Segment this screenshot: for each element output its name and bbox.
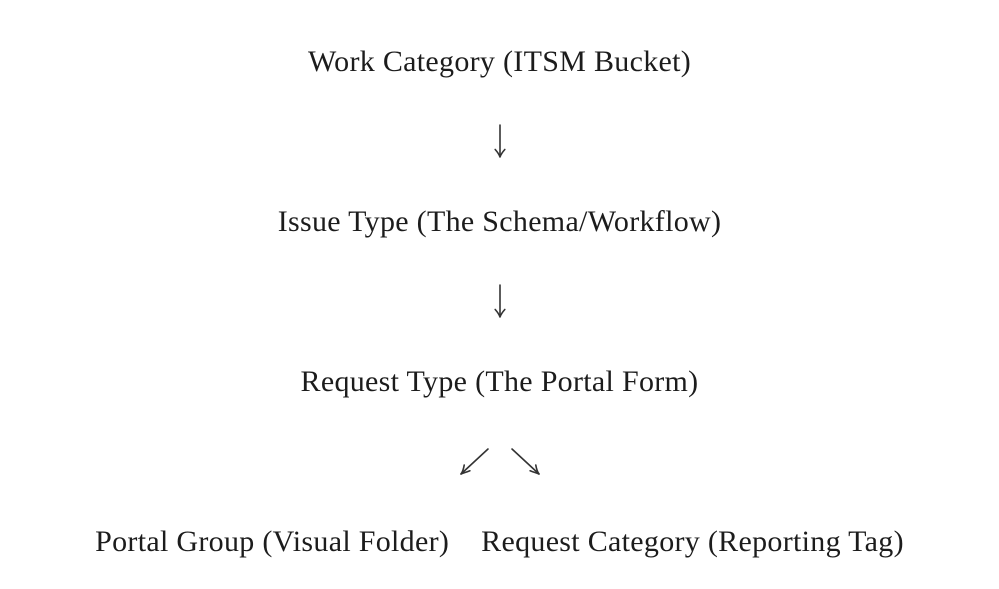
node-label: Issue Type (The Schema/Workflow)	[277, 205, 722, 238]
node-portal-group: Portal Group (Visual Folder)	[95, 525, 450, 558]
down-arrow-icon	[493, 284, 506, 318]
bottom-nodes: Portal Group (Visual Folder) Request Cat…	[95, 502, 904, 582]
node-label: Request Type (The Portal Form)	[300, 365, 699, 398]
node-work-category: Work Category (ITSM Bucket)	[308, 22, 691, 102]
node-label: Work Category (ITSM Bucket)	[307, 45, 692, 78]
arrow-split	[455, 422, 545, 502]
down-arrow-icon	[493, 124, 506, 158]
arrow-issue-to-request	[492, 262, 508, 342]
node-request-category: Request Category (Reporting Tag)	[481, 525, 904, 558]
node-issue-type: Issue Type (The Schema/Workflow)	[278, 182, 722, 262]
node-request-type: Request Type (The Portal Form)	[301, 342, 699, 422]
down-left-arrow-icon	[459, 448, 489, 475]
arrow-work-to-issue	[492, 102, 508, 182]
down-right-arrow-icon	[510, 448, 540, 475]
